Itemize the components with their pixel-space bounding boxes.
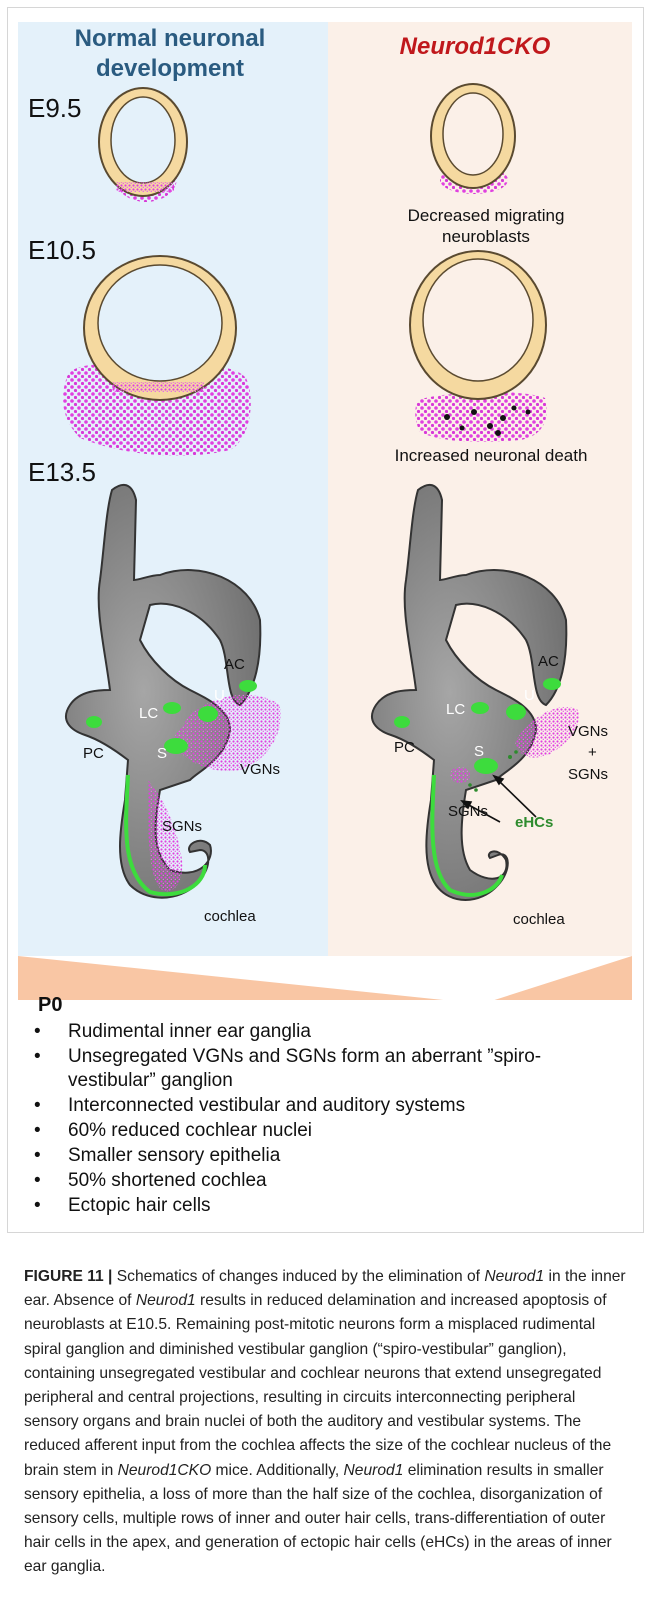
figure-caption: FIGURE 11 | Schematics of changes induce… (24, 1265, 632, 1580)
p0-item-text: Smaller sensory epithelia (68, 1145, 280, 1166)
label-lc-cko: LC (446, 701, 465, 718)
label-sgns-cko: SGNs (448, 803, 488, 820)
figure-illustration: Normal neuronal development Neurod1CKO E… (0, 0, 651, 1000)
caption-italic: Neurod1CKO (118, 1462, 212, 1479)
otocyst-e95-cko (431, 84, 515, 194)
p0-item-text: 50% shortened cochlea (68, 1170, 267, 1191)
label-sgns-combined-cko: SGNs (568, 766, 608, 783)
stage-label-e105: E10.5 (28, 235, 96, 265)
p0-item: • Unsegregated VGNs and SGNs form an aber… (34, 1045, 622, 1093)
stage-label-e135: E13.5 (28, 457, 96, 487)
bullet: • (34, 1144, 41, 1168)
label-pc-cko: PC (394, 739, 415, 756)
label-s-normal: S (157, 745, 167, 762)
bullet: • (34, 1045, 41, 1069)
p0-item: • 50% shortened cochlea (34, 1169, 622, 1193)
p0-item: • Rudimental inner ear ganglia (34, 1020, 622, 1044)
figure-label: FIGURE 11 | (24, 1268, 112, 1285)
label-plus-cko: + (588, 744, 597, 761)
left-title-line1: Normal neuronal (75, 25, 266, 52)
bullet: • (34, 1169, 41, 1193)
label-u-cko: U (524, 687, 535, 704)
p0-item-text: Interconnected vestibular and auditory s… (68, 1095, 465, 1116)
label-ac-cko: AC (538, 653, 559, 670)
p0-item-text: Ectopic hair cells (68, 1195, 211, 1216)
label-pc-normal: PC (83, 745, 104, 762)
stage-label-e95: E9.5 (28, 93, 82, 123)
label-u-normal: U (214, 687, 225, 704)
note-e105: Increased neuronal death (395, 446, 588, 465)
label-lc-normal: LC (139, 705, 158, 722)
label-ehcs-cko: eHCs (515, 814, 553, 831)
note-e95-line1: Decreased migrating (408, 206, 565, 225)
caption-text: mice. Additionally, (211, 1462, 343, 1479)
bullet: • (34, 1020, 41, 1044)
p0-item-text: 60% reduced cochlear nuclei (68, 1120, 312, 1141)
p0-item: • Interconnected vestibular and auditory … (34, 1094, 622, 1118)
p0-list: • Rudimental inner ear ganglia • Unsegrega… (34, 1020, 622, 1219)
caption-text: results in reduced delamination and incr… (24, 1292, 611, 1478)
label-s-cko: S (474, 743, 484, 760)
note-e95-line2: neuroblasts (442, 227, 530, 246)
p0-item: • Ectopic hair cells (34, 1194, 622, 1218)
caption-text: Schematics of changes induced by the eli… (112, 1268, 484, 1285)
left-title-line2: development (96, 55, 244, 82)
label-cochlea-normal: cochlea (204, 908, 256, 925)
bullet: • (34, 1094, 41, 1118)
caption-italic: Neurod1 (344, 1462, 404, 1479)
bullet: • (34, 1119, 41, 1143)
label-vgns-cko: VGNs (568, 723, 608, 740)
p0-title: P0 (38, 994, 62, 1017)
label-cochlea-cko: cochlea (513, 911, 565, 928)
right-title: Neurod1CKO (400, 33, 551, 60)
caption-italic: Neurod1 (484, 1268, 544, 1285)
label-vgns-normal: VGNs (240, 761, 280, 778)
caption-italic: Neurod1 (136, 1292, 196, 1309)
p0-item: • 60% reduced cochlear nuclei (34, 1119, 622, 1143)
p0-item: • Smaller sensory epithelia (34, 1144, 622, 1168)
label-ac-normal: AC (224, 656, 245, 673)
bullet: • (34, 1194, 41, 1218)
p0-item-text: Rudimental inner ear ganglia (68, 1021, 311, 1042)
label-sgns-normal: SGNs (162, 818, 202, 835)
otocyst-e105-cko (410, 251, 547, 442)
p0-item-text: Unsegregated VGNs and SGNs form an aberr… (68, 1046, 541, 1091)
